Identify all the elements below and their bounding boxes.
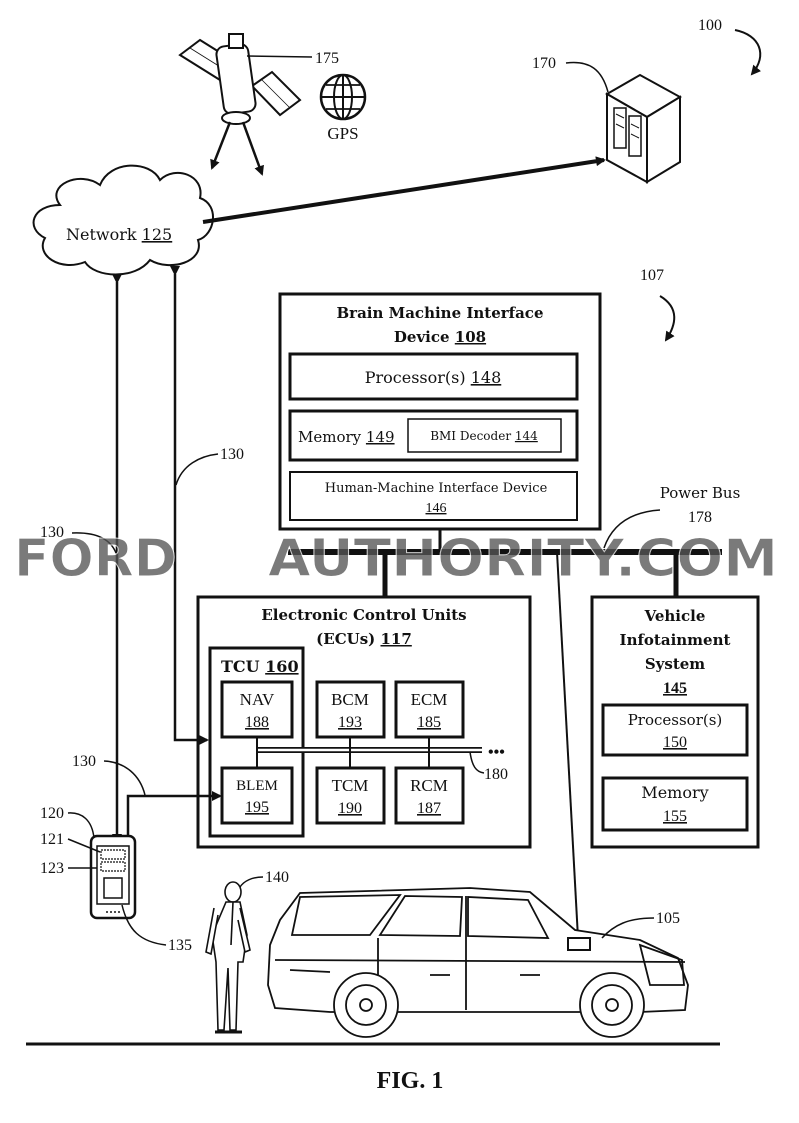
nav-ref: 188 bbox=[245, 714, 269, 731]
blem-ref: 195 bbox=[245, 799, 269, 816]
infotainment-title-line1: Vehicle bbox=[644, 607, 706, 625]
link-ref-mid-leader bbox=[103, 760, 146, 796]
infotainment-title-line3: System bbox=[645, 655, 705, 673]
rcm-module bbox=[394, 766, 465, 825]
infotainment-memory-label: Memory bbox=[641, 783, 708, 802]
gps-label: GPS bbox=[327, 124, 358, 143]
figure-caption: FIG. 1 bbox=[377, 1068, 444, 1094]
infotainment-memory-ref: 155 bbox=[663, 808, 687, 825]
nav-label: NAV bbox=[240, 690, 275, 709]
link-ref-mid: 130 bbox=[72, 753, 96, 770]
link-ref-upper-leader bbox=[175, 453, 219, 486]
rcm-label: RCM bbox=[410, 776, 448, 795]
ecu-title-line2: (ECUs) 117 bbox=[316, 630, 412, 648]
network-label: Network 125 bbox=[66, 225, 172, 244]
globe-icon bbox=[319, 73, 367, 121]
satellite-ref: 175 bbox=[315, 50, 339, 67]
infotainment-processor-label: Processor(s) bbox=[628, 711, 723, 729]
bmi-processor-label: Processor(s) 148 bbox=[365, 368, 502, 387]
phone-blem-link bbox=[123, 791, 222, 851]
bmi-processor-box bbox=[288, 352, 579, 401]
person-ref-leader bbox=[239, 876, 264, 888]
server-ref: 170 bbox=[532, 55, 556, 72]
power-bus-leader bbox=[603, 509, 661, 549]
bmi-decoder-label: BMI Decoder 144 bbox=[430, 429, 538, 443]
link-ref-left-leader bbox=[71, 532, 117, 554]
bus-to-vehicle bbox=[556, 551, 579, 939]
phone-ref-a: 121 bbox=[40, 831, 64, 848]
tcu-label: TCU 160 bbox=[221, 657, 299, 676]
phone-ref-b: 123 bbox=[40, 860, 64, 877]
infotainment-ref: 145 bbox=[663, 680, 687, 697]
bmi-decoder-box bbox=[407, 418, 562, 453]
bus-ref: 180 bbox=[484, 766, 508, 783]
server-icon bbox=[604, 73, 682, 184]
link-ref-left: 130 bbox=[40, 524, 64, 541]
bmi-title-line1: Brain Machine Interface bbox=[336, 304, 543, 322]
nav-module bbox=[220, 680, 294, 739]
blem-module bbox=[220, 766, 294, 825]
ecu-internal-bus bbox=[256, 737, 482, 768]
tcm-label: TCM bbox=[332, 776, 369, 795]
bmi-title-line2: Device 108 bbox=[394, 328, 486, 346]
ecm-module bbox=[394, 680, 465, 739]
infotainment-processor-ref: 150 bbox=[663, 734, 687, 751]
system-ref-arrow bbox=[659, 295, 676, 342]
ecu-title-line1: Electronic Control Units bbox=[261, 606, 466, 624]
person-icon bbox=[205, 881, 251, 1034]
infotainment-title-line2: Infotainment bbox=[620, 631, 731, 649]
ford-authority-watermark: FORD AUTHORITY.COM bbox=[14, 529, 779, 590]
blem-label: BLEM bbox=[236, 778, 278, 794]
hmi-device-label: Human-Machine Interface Device bbox=[325, 481, 548, 496]
vehicle-ref: 105 bbox=[656, 910, 680, 927]
power-bus-ref: 178 bbox=[688, 509, 712, 526]
vehicle-icon bbox=[267, 887, 689, 1038]
person-ref: 140 bbox=[265, 869, 289, 886]
link-ref-upper: 130 bbox=[220, 446, 244, 463]
bus-ellipsis: ••• bbox=[488, 744, 505, 761]
bcm-ref: 193 bbox=[338, 714, 362, 731]
power-bus-label: Power Bus bbox=[660, 484, 741, 502]
network-tcu-link bbox=[170, 266, 209, 745]
ecm-ref: 185 bbox=[417, 714, 441, 731]
rcm-ref: 187 bbox=[417, 800, 441, 817]
bus-ref-leader bbox=[469, 751, 485, 774]
phone-ref-leader bbox=[67, 812, 95, 839]
network-server-link bbox=[202, 156, 606, 224]
phone-ref-c-leader bbox=[121, 904, 167, 946]
tcm-ref: 190 bbox=[338, 800, 362, 817]
tcm-module bbox=[315, 766, 386, 825]
watermark-brand: FORD bbox=[14, 529, 177, 589]
watermark-site: AUTHORITY.COM bbox=[268, 529, 778, 589]
hmi-device-ref: 146 bbox=[426, 501, 447, 516]
satellite-icon bbox=[178, 33, 302, 176]
system-ref: 107 bbox=[640, 267, 664, 284]
figure-ref-100: 100 bbox=[698, 17, 722, 34]
bcm-label: BCM bbox=[331, 690, 369, 709]
phone-ref: 120 bbox=[40, 805, 64, 822]
satellite-leader bbox=[246, 55, 313, 58]
infotainment-memory-box bbox=[601, 776, 749, 832]
hmi-device-box bbox=[289, 471, 578, 521]
smartphone-icon bbox=[89, 834, 137, 920]
figure-ref-arrow bbox=[734, 29, 762, 76]
bmi-memory-label: Memory 149 bbox=[298, 428, 395, 446]
network-cloud-icon bbox=[32, 164, 214, 276]
ecm-label: ECM bbox=[411, 690, 448, 709]
phone-ref-c: 135 bbox=[168, 937, 192, 954]
server-leader bbox=[565, 61, 609, 93]
vehicle-ref-leader bbox=[601, 917, 655, 939]
phone-ref-a-leader bbox=[67, 838, 101, 853]
infotainment-processor-box bbox=[601, 703, 749, 757]
